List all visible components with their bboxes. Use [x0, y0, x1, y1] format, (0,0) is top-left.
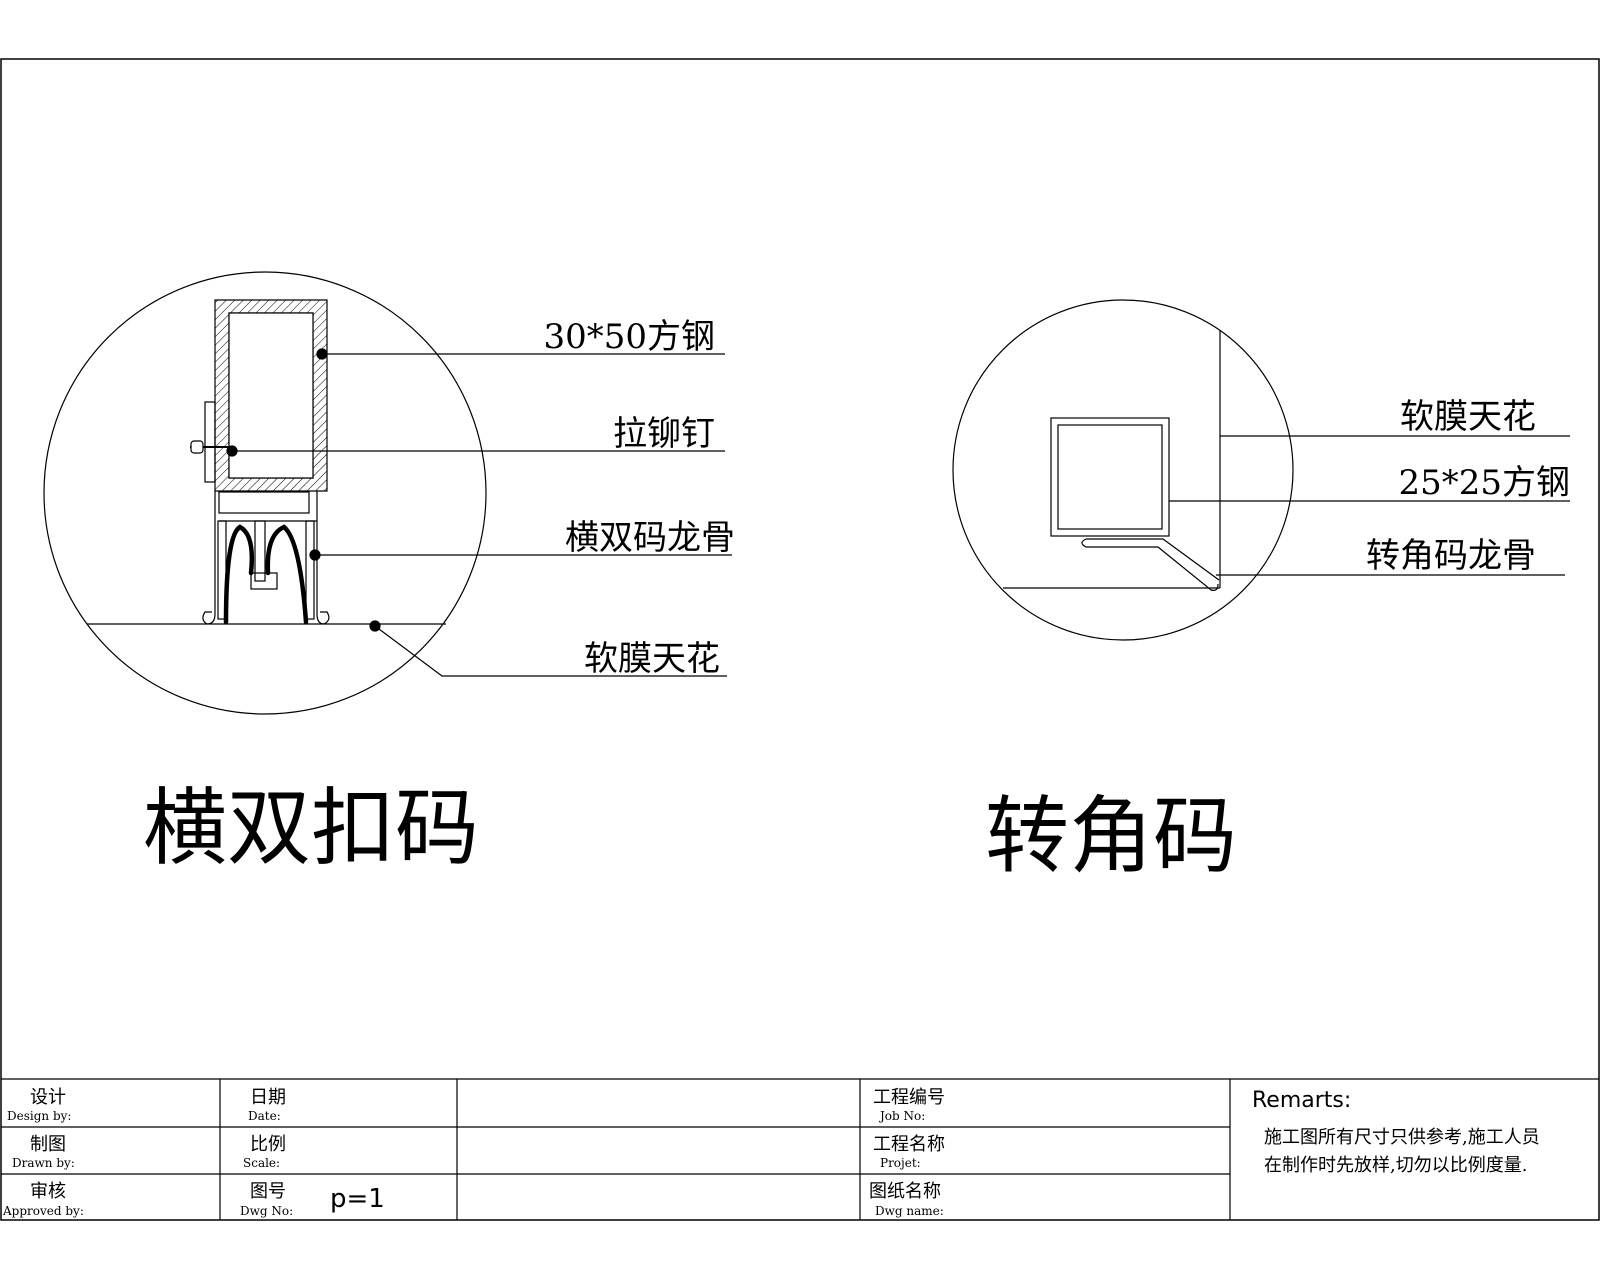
detail-right-title: 转角码 — [985, 787, 1237, 885]
tb-dwg-no-en: Dwg No: — [240, 1204, 293, 1218]
tb-dwg-no-cn: 图号 — [250, 1181, 286, 1202]
detail-left-title: 横双扣码 — [143, 779, 479, 877]
tb-date-cn: 日期 — [250, 1087, 286, 1108]
sheet-border — [0, 58, 1600, 1221]
tb-approved-cn: 审核 — [30, 1181, 66, 1202]
label-double-clip-profile: 横双码龙骨 — [565, 518, 735, 558]
tb-project-cn: 工程名称 — [873, 1134, 945, 1155]
tb-scale-value: p=1 — [330, 1184, 385, 1214]
tb-date-en: Date: — [248, 1109, 281, 1123]
tb-drawn-en: Drawn by: — [12, 1156, 75, 1170]
tb-approved-en: Approved by: — [2, 1204, 84, 1218]
tb-job-no-cn: 工程编号 — [873, 1087, 945, 1108]
tb-remarks-line1: 施工图所有尺寸只供参考,施工人员 — [1264, 1127, 1540, 1148]
label-steel-tube-25x25: 25*25方钢 — [1398, 463, 1570, 503]
tb-drawn-cn: 制图 — [30, 1134, 66, 1155]
tb-design-cn: 设计 — [30, 1087, 66, 1108]
detail-left: 30*50方钢 拉铆钉 横双码龙骨 软膜天花 横双扣码 — [43, 271, 735, 877]
corner-profile — [1081, 538, 1220, 591]
tb-scale-cn: 比例 — [250, 1134, 286, 1155]
right-leaders — [1169, 435, 1570, 576]
tb-project-en: Projet: — [880, 1156, 921, 1170]
tb-dwg-name-cn: 图纸名称 — [869, 1181, 941, 1202]
title-block: 设计 Design by: 日期 Date: 制图 Drawn by: 比例 S… — [1, 1078, 1599, 1220]
label-corner-profile: 转角码龙骨 — [1366, 536, 1536, 576]
detail-right: 软膜天花 25*25方钢 转角码龙骨 转角码 — [952, 299, 1570, 885]
detail-right-circle — [952, 299, 1294, 641]
label-steel-tube-30x50: 30*50方钢 — [543, 317, 715, 357]
tb-remarks-line2: 在制作时先放样,切勿以比例度量. — [1264, 1155, 1527, 1176]
membrane-clips — [223, 524, 309, 625]
rivet — [190, 440, 232, 454]
tb-design-en: Design by: — [7, 1109, 71, 1123]
detail-left-circle — [43, 271, 487, 715]
label-rivet: 拉铆钉 — [613, 414, 715, 454]
side-plate — [204, 401, 216, 483]
tb-job-no-en: Job No: — [878, 1109, 925, 1123]
tb-remarks-heading: Remarts: — [1252, 1088, 1351, 1113]
label-membrane-ceiling-right: 软膜天花 — [1400, 397, 1536, 437]
tb-dwg-name-en: Dwg name: — [875, 1204, 944, 1218]
steel-tube-30x50 — [214, 299, 328, 492]
steel-tube-25x25 — [1050, 417, 1170, 537]
tb-scale-en: Scale: — [243, 1156, 280, 1170]
left-leaders — [226, 348, 732, 677]
label-membrane-ceiling-left: 软膜天花 — [584, 639, 720, 679]
